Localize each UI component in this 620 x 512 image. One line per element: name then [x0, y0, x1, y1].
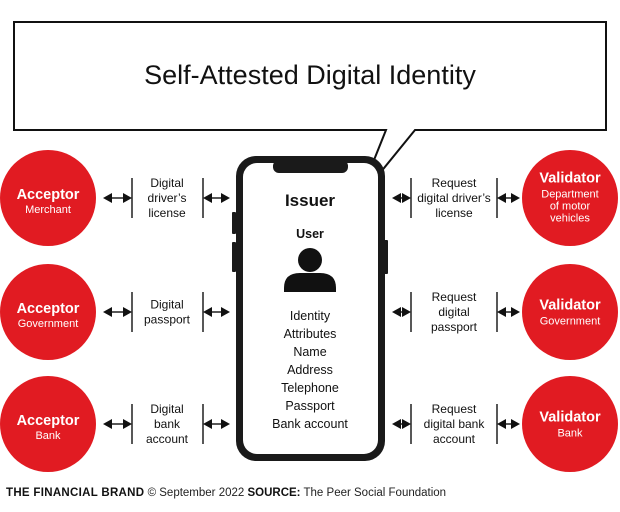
attribute-item: Name [293, 345, 326, 359]
connection-label: Digital [150, 176, 183, 190]
footer-brand: THE FINANCIAL BRAND [6, 487, 145, 499]
acceptor-circle [0, 264, 96, 360]
validator-circle [522, 150, 618, 246]
connection-label: passport [431, 320, 478, 334]
bidirectional-arrow [392, 193, 411, 203]
bidirectional-arrow [203, 193, 230, 203]
acceptor-circle [0, 376, 96, 472]
validator-subtitle: Department [541, 189, 598, 201]
validator-subtitle: of motor [550, 201, 591, 213]
connection-label: license [435, 206, 473, 220]
footer-source-label: SOURCE: [247, 487, 301, 499]
acceptor-subtitle: Government [18, 318, 79, 330]
bidirectional-arrow [203, 419, 230, 429]
connection-label: Request [432, 402, 477, 416]
connection-label: bank [154, 417, 181, 431]
phone-screen [243, 163, 378, 454]
connection-label: driver’s [148, 191, 187, 205]
bidirectional-arrow [203, 307, 230, 317]
acceptor-title: Acceptor [17, 413, 80, 429]
connection-label: digital driver’s [417, 191, 491, 205]
acceptor-subtitle: Bank [35, 430, 61, 442]
validator-title: Validator [539, 410, 601, 426]
validator-subtitle: Government [540, 316, 601, 328]
validator-title: Validator [539, 171, 601, 187]
validator-circle [522, 376, 618, 472]
acceptor-subtitle: Merchant [25, 204, 71, 216]
attribute-item: Telephone [281, 381, 339, 395]
connection-label: digital [438, 305, 469, 319]
validator-subtitle: Bank [557, 428, 583, 440]
attribute-item: Address [287, 363, 333, 377]
bidirectional-arrow [497, 419, 520, 429]
bidirectional-arrow [497, 193, 520, 203]
connection-label: account [146, 432, 189, 446]
issuer-label: Issuer [285, 191, 335, 210]
speech-bubble [13, 21, 607, 201]
connection-label: Digital [150, 402, 183, 416]
footer: THE FINANCIAL BRAND © September 2022 SOU… [6, 487, 446, 499]
validator-circle [522, 264, 618, 360]
attribute-item: Identity [290, 309, 331, 323]
acceptor-circle [0, 150, 96, 246]
connection-label: passport [144, 313, 191, 327]
attribute-list: IdentityAttributesNameAddressTelephonePa… [272, 309, 348, 431]
validator-subtitle: vehicles [550, 213, 590, 225]
connection-label: Request [432, 176, 477, 190]
diagram-canvas: Self-Attested Digital Identity Issuer Us… [0, 21, 618, 472]
attribute-item: Attributes [284, 327, 337, 341]
user-label: User [296, 227, 324, 241]
connection-label: Request [432, 290, 477, 304]
attribute-item: Passport [285, 399, 335, 413]
connection-label: Digital [150, 298, 183, 312]
bidirectional-arrow [392, 419, 411, 429]
footer-date: © September 2022 [147, 487, 245, 499]
acceptor-column: AcceptorMerchantDigitaldriver’slicenseAc… [0, 150, 230, 472]
diagram-title: Self-Attested Digital Identity [144, 60, 476, 90]
validator-title: Validator [539, 298, 601, 314]
phone [232, 156, 388, 461]
phone-side-button [232, 212, 236, 234]
bidirectional-arrow [392, 307, 411, 317]
phone-side-button [232, 242, 236, 272]
attribute-item: Bank account [272, 417, 348, 431]
acceptor-title: Acceptor [17, 187, 80, 203]
bidirectional-arrow [497, 307, 520, 317]
bidirectional-arrow [103, 419, 132, 429]
person-silhouette-icon [284, 248, 336, 292]
connection-label: license [148, 206, 186, 220]
connection-label: digital bank [424, 417, 486, 431]
footer-source: The Peer Social Foundation [303, 487, 447, 499]
connection-label: account [433, 432, 476, 446]
bidirectional-arrow [103, 307, 132, 317]
acceptor-title: Acceptor [17, 301, 80, 317]
bidirectional-arrow [103, 193, 132, 203]
phone-notch [273, 160, 348, 173]
